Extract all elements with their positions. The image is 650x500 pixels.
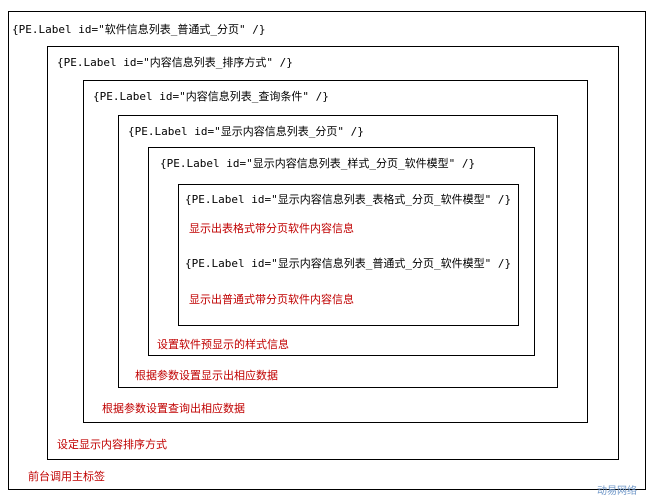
label-level-3: {PE.Label id="显示内容信息列表_分页" /} — [128, 125, 364, 138]
box-level-4 — [148, 147, 535, 356]
note-level-3: 根据参数设置显示出相应数据 — [135, 369, 278, 382]
label-level-4: {PE.Label id="显示内容信息列表_样式_分页_软件模型" /} — [160, 157, 476, 170]
note-level-2: 根据参数设置查询出相应数据 — [102, 402, 245, 415]
note-level-1: 设定显示内容排序方式 — [57, 438, 167, 451]
label-level-5-second: {PE.Label id="显示内容信息列表_普通式_分页_软件模型" /} — [185, 257, 512, 270]
note-level-0: 前台调用主标签 — [28, 470, 105, 483]
box-level-3 — [118, 115, 558, 388]
box-level-1 — [47, 46, 619, 460]
note-level-5-second: 显示出普通式带分页软件内容信息 — [189, 293, 354, 306]
box-level-5 — [178, 184, 519, 326]
label-level-0: {PE.Label id="软件信息列表_普通式_分页" /} — [12, 23, 266, 36]
watermark-logo: 动易网络 — [597, 486, 637, 497]
label-level-2: {PE.Label id="内容信息列表_查询条件" /} — [93, 90, 329, 103]
label-level-5: {PE.Label id="显示内容信息列表_表格式_分页_软件模型" /} — [185, 193, 512, 206]
box-level-2 — [83, 80, 588, 423]
note-level-5: 显示出表格式带分页软件内容信息 — [189, 222, 354, 235]
note-level-4: 设置软件预显示的样式信息 — [157, 338, 289, 351]
box-level-0 — [8, 11, 646, 490]
label-level-1: {PE.Label id="内容信息列表_排序方式" /} — [57, 56, 293, 69]
